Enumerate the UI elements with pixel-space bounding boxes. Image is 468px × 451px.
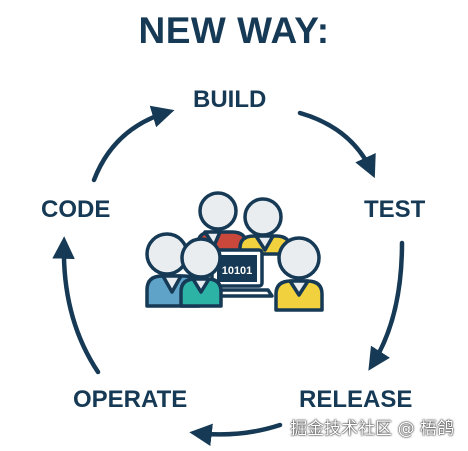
person-front-right [274, 236, 324, 312]
stage-release: RELEASE [299, 386, 413, 413]
laptop-screen-text: 10101 [222, 265, 253, 277]
person-front-middle [179, 237, 223, 308]
stage-build: BUILD [193, 86, 267, 113]
arrow-release-to-operate [189, 422, 283, 446]
arrow-test-to-release [368, 240, 405, 371]
stage-operate: OPERATE [73, 386, 188, 413]
diagram-title: NEW WAY: [138, 10, 330, 51]
arrow-operate-to-code [52, 236, 101, 375]
arrow-code-to-build [91, 105, 175, 183]
stage-test: TEST [364, 196, 426, 223]
team-illustration [145, 191, 324, 312]
stage-code: CODE [41, 196, 111, 223]
arrow-build-to-test [297, 110, 376, 179]
watermark: 掘金技术社区 @ 梧鸽 [290, 419, 454, 439]
person-back-right [238, 197, 292, 256]
